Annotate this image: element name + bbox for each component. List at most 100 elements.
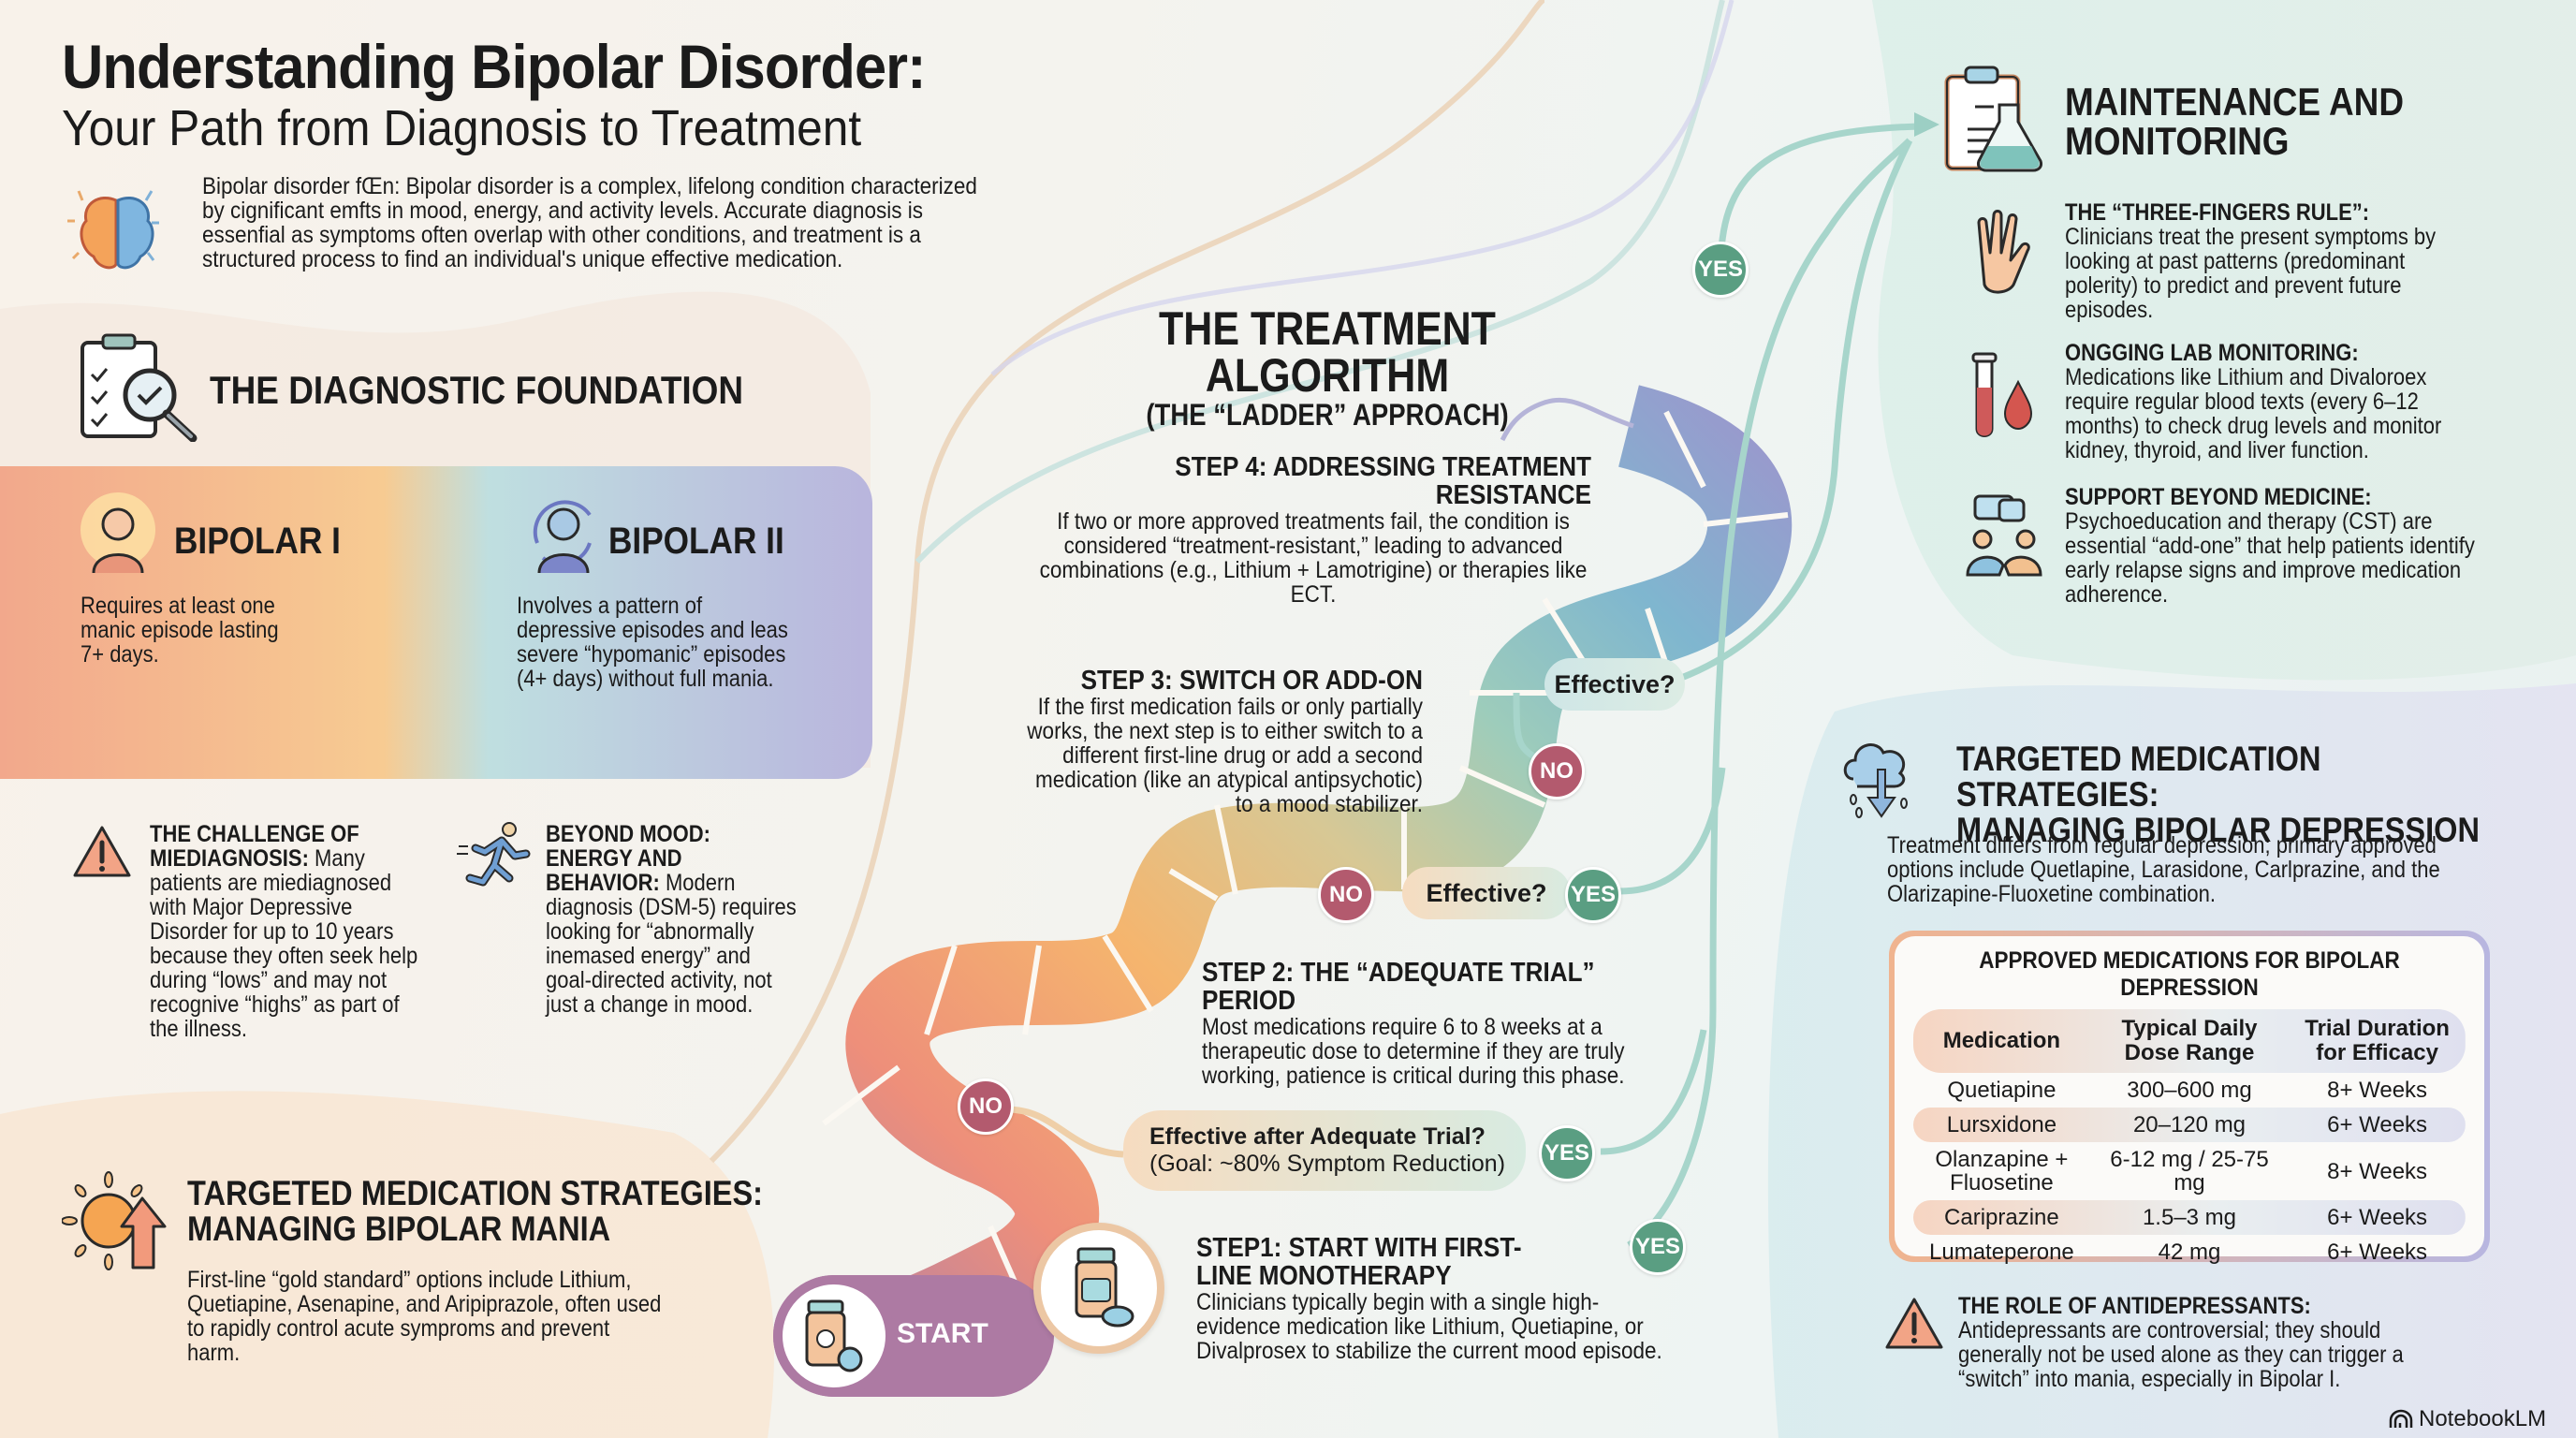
step2-block: STEP 2: THE “ADEQUATE TRIAL” PERIOD Most… [1202, 959, 1689, 1088]
depression-title-line1: TARGETED MEDICATION STRATEGIES: [1956, 740, 2321, 814]
dose-range: 20–120 mg [2132, 1112, 2247, 1137]
trial-duration: 8+ Weeks [2327, 1078, 2428, 1103]
dose-range: 42 mg [2158, 1240, 2221, 1265]
three-fingers-hand-icon [1977, 210, 2030, 294]
antidepressants-title: THE ROLE OF ANTIDEPRESSANTS: [1958, 1293, 2311, 1319]
mania-title-line1: TARGETED MEDICATION STRATEGIES: [187, 1174, 764, 1212]
running-person-icon [457, 822, 531, 887]
antidepressants-text: Antidepressants are controversial; they … [1958, 1317, 2404, 1392]
depression-text: Treatment differs from regular depressio… [1887, 832, 2440, 907]
bipolar1-text: Requires at least one manic episode last… [80, 593, 279, 668]
col-header-medication: Medication [1942, 1028, 2061, 1053]
table-row: Lursxidone 20–120 mg 6+ Weeks [1913, 1108, 2466, 1142]
intro-text: Bipolar disorder fŒn: Bipolar disorder i… [202, 173, 977, 272]
three-fingers-title: THE “THREE-FINGERS RULE”: [2065, 199, 2370, 226]
notebooklm-logo-icon [2389, 1409, 2413, 1428]
no-badge-effective-1[interactable]: NO [1318, 867, 1374, 923]
brand-label: NotebookLM [2419, 1406, 2547, 1431]
maintenance-blob [1872, 0, 2576, 681]
bipolar2-title: BIPOLAR II [608, 521, 784, 562]
effective-decision-2[interactable]: Effective? [1544, 658, 1685, 711]
step3-title: STEP 3: SWITCH OR ADD-ON [1080, 666, 1423, 696]
medications-table-card: APPROVED MEDICATIONS FOR BIPOLAR DEPRESS… [1889, 931, 2490, 1264]
connector-effective-yes [1618, 767, 1726, 895]
rain-cloud-down-arrow-icon [1843, 743, 1908, 818]
dose-range: 1.5–3 mg [2142, 1205, 2237, 1230]
energy-text: Modern diagnosis (DSM-5) requires lookin… [546, 870, 797, 1018]
bipolar1-title: BIPOLAR I [174, 521, 341, 562]
adequate-trial-decision[interactable]: Effective after Adequate Trial? (Goal: ~… [1123, 1110, 1526, 1191]
yes-badge-top[interactable]: YES [1692, 242, 1749, 298]
pill-bottle-icon [805, 1299, 863, 1372]
connector-top-yes [1717, 123, 1920, 272]
connector-no-adequate [1005, 1106, 1124, 1158]
col-header-duration: Trial Duration for Efficacy [2305, 1016, 2450, 1065]
step1-title: STEP1: START WITH FIRST-LINE MONOTHERAPY [1196, 1233, 1522, 1291]
maintenance-title-line2: MONITORING [2065, 119, 2290, 163]
misdiagnosis-title: THE CHALLENGE OF MIEDIAGNOSIS: [150, 821, 359, 872]
yes-badge-adequate[interactable]: YES [1539, 1125, 1595, 1181]
connector-effective2-yes [1655, 139, 1913, 690]
yes-badge-step1[interactable]: YES [1630, 1219, 1686, 1275]
bipolar2-text: Involves a pattern of depressive episode… [517, 593, 788, 692]
mania-title: TARGETED MEDICATION STRATEGIES: MANAGING… [187, 1176, 763, 1247]
warning-icon [1885, 1298, 1943, 1349]
notebooklm-brand[interactable]: NotebookLM [2389, 1406, 2546, 1432]
table-row: Quetiapine 300–600 mg 8+ Weeks [1913, 1073, 2466, 1108]
maintenance-title: MAINTENANCE AND MONITORING [2065, 82, 2404, 161]
lab-monitoring-title: ONGGING LAB MONITORING: [2065, 340, 2359, 366]
ladder-path [822, 385, 1793, 1381]
medication-name: Quetiapine [1947, 1078, 2056, 1103]
clipboard-magnifier-icon [80, 333, 198, 442]
clipboard-flask-icon [1944, 66, 2042, 172]
connector-step1-yes [1627, 138, 1912, 1248]
mania-title-line2: MANAGING BIPOLAR MANIA [187, 1210, 611, 1248]
start-pill-circle [773, 1275, 895, 1397]
medication-name: Olanzapine + Fluosetine [1935, 1147, 2069, 1196]
table-row: Olanzapine + Fluosetine 6-12 mg / 25-75 … [1913, 1142, 2466, 1200]
support-title: SUPPORT BEYOND MEDICINE: [2065, 484, 2372, 510]
mania-blob [0, 1091, 774, 1438]
medications-table-title: APPROVED MEDICATIONS FOR BIPOLAR DEPRESS… [1979, 947, 2400, 1001]
step1-block: STEP1: START WITH FIRST-LINE MONOTHERAPY… [1196, 1234, 1720, 1363]
medication-name: Lumateperone [1929, 1240, 2074, 1265]
step2-text: Most medications require 6 to 8 weeks at… [1202, 1014, 1625, 1089]
yes-badge-effective-1[interactable]: YES [1565, 867, 1621, 923]
step3-block: STEP 3: SWITCH OR ADD-ON If the first me… [973, 667, 1423, 816]
depression-title: TARGETED MEDICATION STRATEGIES: MANAGING… [1956, 741, 2502, 848]
dose-range: 300–600 mg [2127, 1078, 2252, 1103]
support-text: Psychoeducation and therapy (CST) are es… [2065, 508, 2475, 608]
effective-decision-1[interactable]: Effective? [1402, 867, 1571, 919]
warning-icon [73, 826, 131, 877]
three-fingers-text: Clinicians treat the present symptoms by… [2065, 224, 2437, 323]
dose-range: 6-12 mg / 25-75 mg [2110, 1147, 2269, 1196]
arrow-to-maintenance [1914, 112, 1939, 137]
connector-adequate-yes [1600, 1029, 1707, 1155]
antidepressants-block: THE ROLE OF ANTIDEPRESSANTS: Antidepress… [1958, 1294, 2420, 1391]
lab-monitoring-block: ONGGING LAB MONITORING: Medications like… [2065, 341, 2477, 462]
lab-monitoring-text: Medications like Lithium and Divaloroex … [2065, 364, 2442, 463]
no-badge-adequate[interactable]: NO [958, 1078, 1014, 1135]
step4-title: STEP 4: ADDRESSING TREATMENT RESISTANCE [1175, 452, 1591, 510]
three-fingers-block: THE “THREE-FINGERS RULE”: Clinicians tre… [2065, 200, 2477, 322]
energy-block: BEYOND MOOD: ENERGY AND BEHAVIOR: Modern… [546, 822, 801, 1017]
page-subtitle: Your Path from Diagnosis to Treatment [62, 100, 862, 156]
page-title: Understanding Bipolar Disorder: [62, 32, 927, 101]
adequate-question: Effective after Adequate Trial? [1149, 1123, 1486, 1150]
adequate-goal: (Goal: ~80% Symptom Reduction) [1149, 1151, 1506, 1177]
medication-name: Lursxidone [1946, 1112, 2057, 1137]
misdiagnosis-text: Many patients are miediagnosed with Majo… [150, 845, 418, 1042]
table-row: Cariprazine 1.5–3 mg 6+ Weeks [1913, 1200, 2466, 1235]
person-cycle-icon [533, 500, 592, 574]
trial-duration: 6+ Weeks [2327, 1112, 2428, 1137]
no-badge-effective-2[interactable]: NO [1529, 743, 1585, 800]
step4-block: STEP 4: ADDRESSING TREATMENT RESISTANCE … [973, 453, 1591, 607]
depression-title-line2: MANAGING BIPOLAR DEPRESSION [1956, 811, 2480, 849]
step2-title: STEP 2: THE “ADEQUATE TRIAL” PERIOD [1202, 958, 1595, 1016]
misdiagnosis-block: THE CHALLENGE OF MIEDIAGNOSIS: Many pati… [150, 822, 421, 1041]
step3-text: If the first medication fails or only pa… [1027, 694, 1423, 817]
test-tube-blood-drop-icon [1971, 352, 2033, 437]
algorithm-title: THE TREATMENT ALGORITHM [1159, 302, 1496, 402]
energy-title: BEYOND MOOD: ENERGY AND BEHAVIOR: [546, 821, 710, 896]
maintenance-title-line1: MAINTENANCE AND [2065, 80, 2405, 124]
